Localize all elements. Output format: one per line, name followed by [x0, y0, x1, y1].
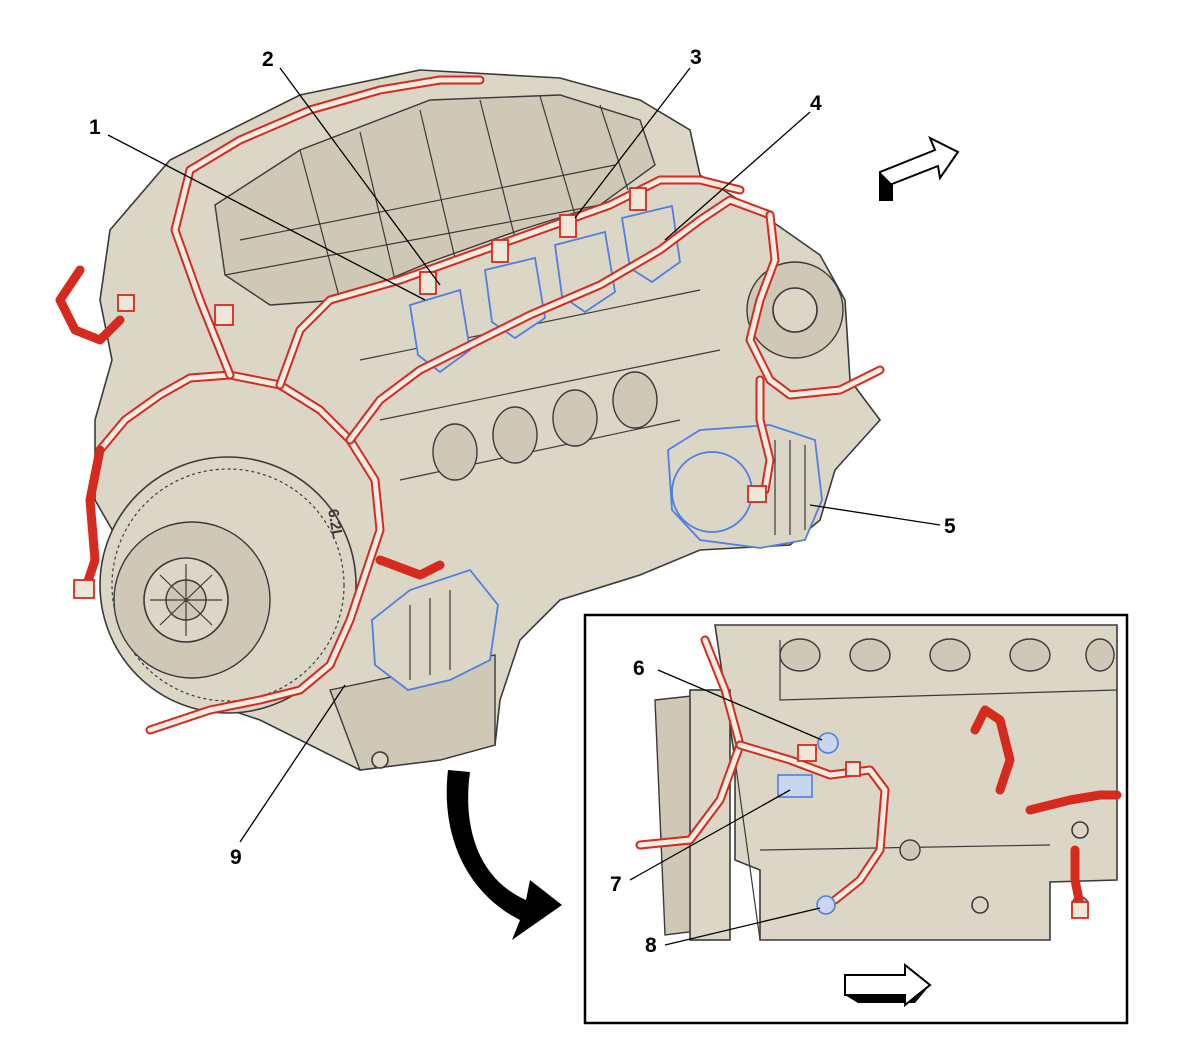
- inset-sensor-8: [816, 895, 836, 915]
- callout-leaders: [107, 67, 941, 946]
- engine-displacement-badge: 6.2L: [324, 508, 346, 541]
- engine-wiring-harness: [55, 75, 885, 735]
- inset-sensor-6: [817, 732, 839, 754]
- flywheel: [99, 456, 357, 714]
- exhaust-ports: [432, 371, 658, 481]
- callout-2: 2: [262, 48, 274, 71]
- callout-8: 8: [645, 934, 657, 957]
- starter-motor: [371, 568, 499, 691]
- forward-direction-arrow-icon: [879, 135, 960, 201]
- callout-9: 9: [230, 846, 242, 869]
- generator: [667, 424, 823, 549]
- callouts: 1 2 3 4 5 6 7 8 9: [89, 46, 956, 957]
- inset-exhaust-ports: [779, 638, 1115, 672]
- curved-inset-pointer-arrow-icon: [446, 770, 562, 940]
- callout-5: 5: [944, 515, 956, 538]
- engine-assembly: 6.2L: [94, 69, 882, 771]
- callout-7: 7: [610, 873, 622, 896]
- inset-harness: [635, 635, 1122, 910]
- callout-1: 1: [89, 116, 101, 139]
- callout-3: 3: [690, 46, 702, 69]
- inset-detail-view: [583, 613, 1129, 1025]
- callout-6: 6: [633, 657, 645, 680]
- callout-4: 4: [810, 92, 822, 115]
- inset-direction-arrow-icon: [844, 962, 932, 1008]
